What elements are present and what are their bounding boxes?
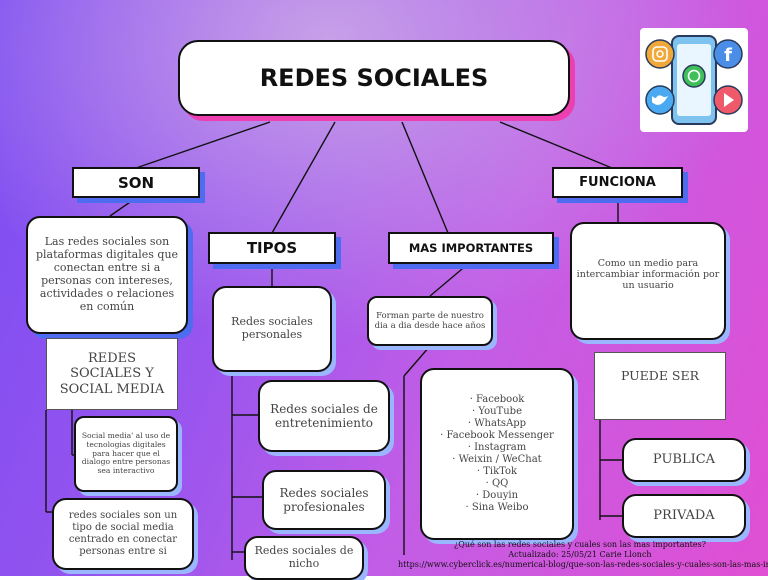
redes-definition-text: redes sociales son un tipo de social med… <box>68 510 178 557</box>
redes-list-text: · Facebook · YouTube · WhatsApp · Facebo… <box>440 394 554 513</box>
source-line-3: https://www.cyberclick.es/numerical-blog… <box>398 560 768 569</box>
header-tipos: TIPOS <box>208 232 336 264</box>
source-line-2: Actualizado: 25/05/21 Carie Llonch <box>508 550 652 559</box>
social-media-logo: f <box>640 28 748 132</box>
tipo-nicho-text: Redes sociales de nicho <box>254 544 354 570</box>
mas-importantes-intro-box: Forman parte de nuestro dia a dia desde … <box>367 296 493 346</box>
tipo-profesionales-text: Redes sociales profesionales <box>279 485 369 514</box>
redes-list-box: · Facebook · YouTube · WhatsApp · Facebo… <box>420 368 574 540</box>
tipo-personales-box: Redes sociales personales <box>212 286 332 372</box>
header-son: SON <box>72 167 200 198</box>
main-title-box: REDES SOCIALES <box>178 40 570 116</box>
funciona-description-box: Como un medio para intercambiar informac… <box>570 222 726 340</box>
son-definition-text: Las redes sociales son plataformas digit… <box>35 235 179 313</box>
puede-ser-box: PUEDE SER <box>594 352 726 420</box>
tipo-personales-text: Redes sociales personales <box>231 315 313 341</box>
funciona-description-text: Como un medio para intercambiar informac… <box>576 258 720 292</box>
header-tipos-label: TIPOS <box>246 239 298 257</box>
tipo-entretenimiento-box: Redes sociales de entretenimiento <box>258 380 390 452</box>
instagram-icon <box>645 39 675 69</box>
youtube-icon <box>713 85 743 115</box>
source-line-1: ¿Qué son las redes sociales y cuales son… <box>454 540 706 549</box>
header-funciona-label: FUNCIONA <box>579 175 656 190</box>
header-funciona: FUNCIONA <box>552 167 683 198</box>
option-privada-box: PRIVADA <box>622 494 746 538</box>
puede-ser-text: PUEDE SER <box>620 368 700 383</box>
header-mas-importantes: MAS IMPORTANTES <box>388 232 554 264</box>
social-media-definition-text: Social media' al uso de tecnologias digi… <box>81 430 171 476</box>
option-publica-text: PUBLICA <box>652 452 716 468</box>
header-son-label: SON <box>117 173 155 192</box>
tipo-profesionales-box: Redes sociales profesionales <box>262 470 386 530</box>
redes-vs-social-media-box: REDES SOCIALES Y SOCIAL MEDIA <box>46 338 178 410</box>
facebook-icon: f <box>713 39 743 69</box>
twitter-icon <box>645 85 675 115</box>
redes-vs-social-media-text: REDES SOCIALES Y SOCIAL MEDIA <box>59 351 165 397</box>
whatsapp-icon <box>682 64 706 88</box>
tipo-entretenimiento-text: Redes sociales de entretenimiento <box>270 401 378 430</box>
svg-text:f: f <box>724 45 732 66</box>
son-definition-box: Las redes sociales son plataformas digit… <box>26 216 188 334</box>
mas-importantes-intro-text: Forman parte de nuestro dia a dia desde … <box>374 310 486 331</box>
social-media-definition-box: Social media' al uso de tecnologias digi… <box>74 416 178 492</box>
tipo-nicho-box: Redes sociales de nicho <box>244 536 364 580</box>
page-title: REDES SOCIALES <box>259 64 489 92</box>
header-mas-importantes-label: MAS IMPORTANTES <box>408 241 534 255</box>
redes-definition-box: redes sociales son un tipo de social med… <box>52 498 194 570</box>
option-privada-text: PRIVADA <box>653 508 715 524</box>
option-publica-box: PUBLICA <box>622 438 746 482</box>
